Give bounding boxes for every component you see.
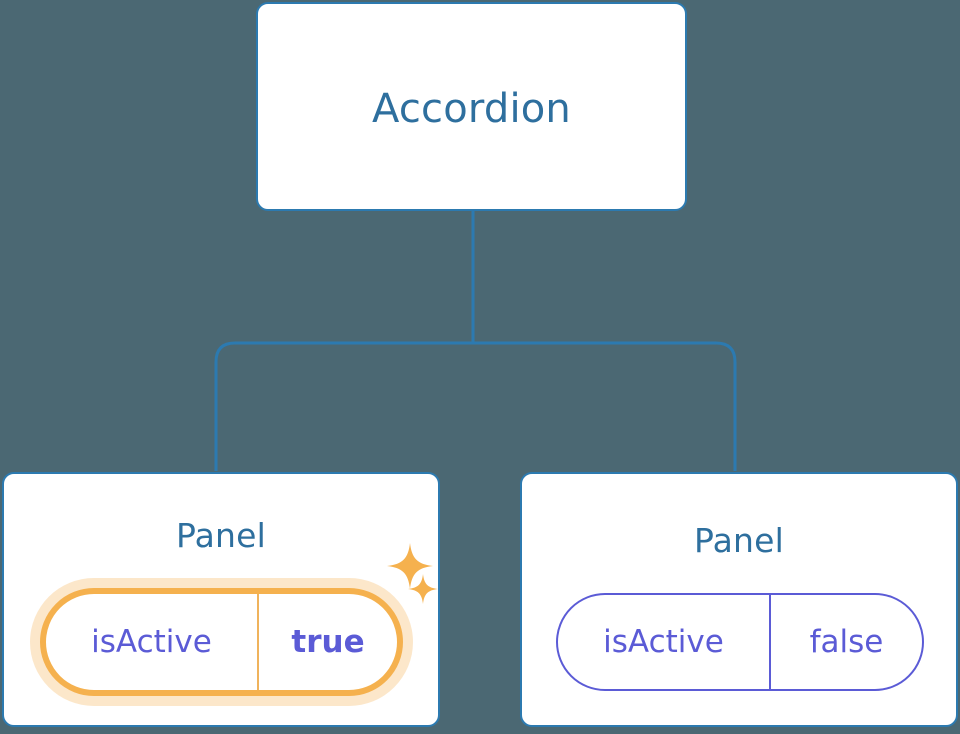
prop-key-label: isActive <box>558 595 771 689</box>
prop-value-label: true <box>291 624 365 660</box>
node-title-panel-left: Panel <box>175 516 267 555</box>
prop-key-label: isActive <box>46 594 259 690</box>
prop-value-label: false <box>809 624 884 660</box>
node-title-panel-right: Panel <box>693 521 785 560</box>
prop-pill-isactive-false[interactable]: isActive false <box>556 593 924 691</box>
connector-branch-bar <box>214 341 737 471</box>
prop-pill-isactive-true[interactable]: isActive true <box>40 588 403 696</box>
node-title-accordion: Accordion <box>372 86 571 132</box>
node-card-accordion[interactable] <box>256 2 687 211</box>
